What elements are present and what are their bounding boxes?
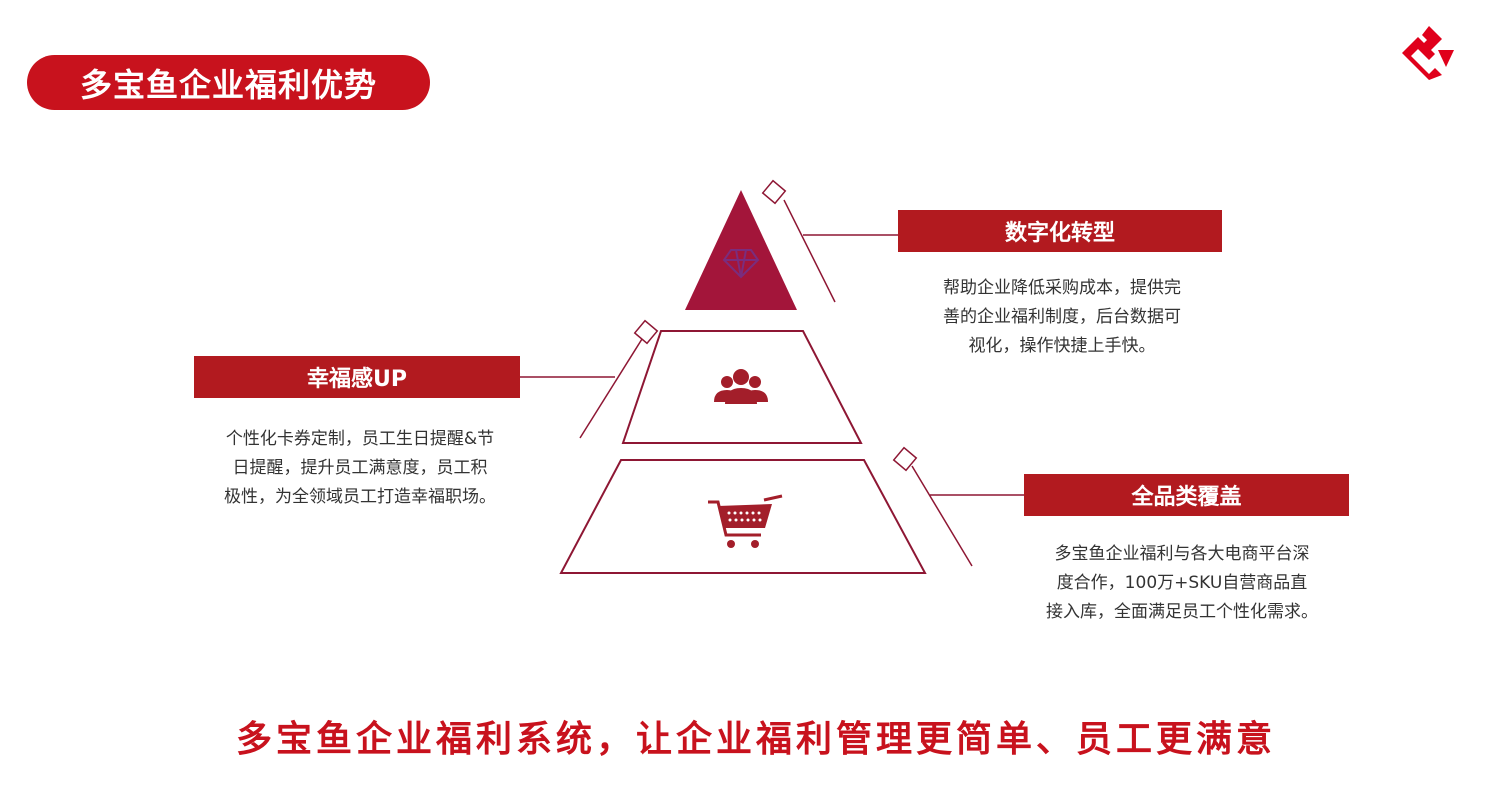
brand-logo-icon: [1402, 26, 1454, 80]
feature-desc-coverage: 多宝鱼企业福利与各大电商平台深 度合作，100万+SKU自营商品直 接入库，全面…: [982, 540, 1382, 627]
diamond-icon: [722, 249, 760, 279]
desc-line: 极性，为全领域员工打造幸福职场。: [224, 487, 496, 507]
shopping-cart-icon: [708, 494, 783, 548]
people-group-icon: [714, 369, 768, 404]
desc-line: 接入库，全面满足员工个性化需求。: [1046, 602, 1318, 622]
feature-desc-digital: 帮助企业降低采购成本，提供完 善的企业福利制度，后台数据可 视化，操作快捷上手快…: [862, 274, 1262, 361]
desc-line: 多宝鱼企业福利与各大电商平台深: [1054, 544, 1310, 564]
desc-line: 视化，操作快捷上手快。: [968, 336, 1156, 356]
feature-desc-happiness: 个性化卡券定制，员工生日提醒&节 日提醒，提升员工满意度，员工积 极性，为全领域…: [160, 425, 560, 512]
desc-line: 个性化卡券定制，员工生日提醒&节: [225, 429, 495, 449]
connector-happiness: [520, 319, 659, 439]
connector-digital: [761, 179, 898, 303]
desc-line: 善的企业福利制度，后台数据可: [943, 307, 1181, 327]
feature-heading-digital: 数字化转型: [898, 210, 1222, 252]
desc-line: 日提醒，提升员工满意度，员工积: [232, 458, 488, 478]
page-title: 多宝鱼企业福利优势: [27, 55, 430, 110]
feature-heading-coverage: 全品类覆盖: [1024, 474, 1349, 516]
footer-slogan: 多宝鱼企业福利系统，让企业福利管理更简单、员工更满意: [235, 719, 1276, 760]
desc-line: 帮助企业降低采购成本，提供完: [943, 278, 1181, 298]
feature-heading-happiness: 幸福感UP: [194, 356, 520, 398]
pyramid-middle-tier: [621, 330, 863, 444]
connector-coverage: [892, 446, 1025, 567]
desc-line: 度合作，100万+SKU自营商品直: [1056, 573, 1308, 593]
